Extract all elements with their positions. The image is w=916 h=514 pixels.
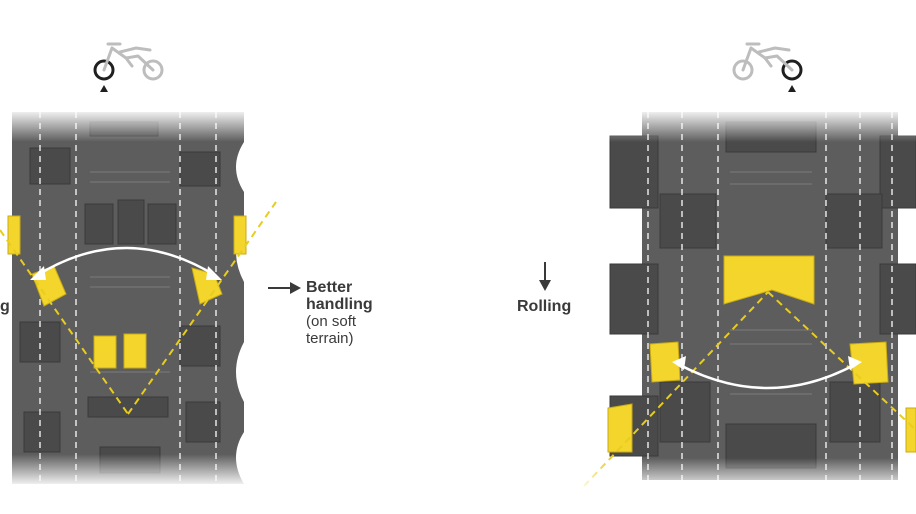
rear-tire-tread [580, 112, 916, 488]
rear-wheel-circle [781, 59, 803, 81]
right-arrow-icon [268, 282, 301, 294]
front-benefit-label: Better handling (on soft terrain) [306, 279, 373, 347]
rear-benefit-label: Rolling [517, 298, 572, 315]
front-wheel-circle [93, 59, 115, 81]
bike-frame [102, 42, 155, 72]
rear-wheel-motorcycle-icon [732, 42, 803, 92]
front-tire-tread [0, 112, 290, 484]
edge-fade [580, 112, 916, 488]
bike-frame [741, 42, 794, 72]
front-label-line2: handling [306, 296, 373, 313]
edge-fade [0, 112, 290, 484]
rear-wheel-circle [142, 59, 164, 81]
front-label-line4: terrain) [306, 330, 354, 347]
front-wheel-circle [732, 59, 754, 81]
indicator-triangle [788, 85, 796, 92]
down-arrow-icon [539, 262, 551, 291]
front-label-line1: Better [306, 279, 353, 296]
left-edge-label-fragment: g [0, 298, 10, 315]
indicator-triangle [100, 85, 108, 92]
front-wheel-motorcycle-icon [93, 42, 164, 92]
front-label-line3: (on soft [306, 313, 357, 330]
